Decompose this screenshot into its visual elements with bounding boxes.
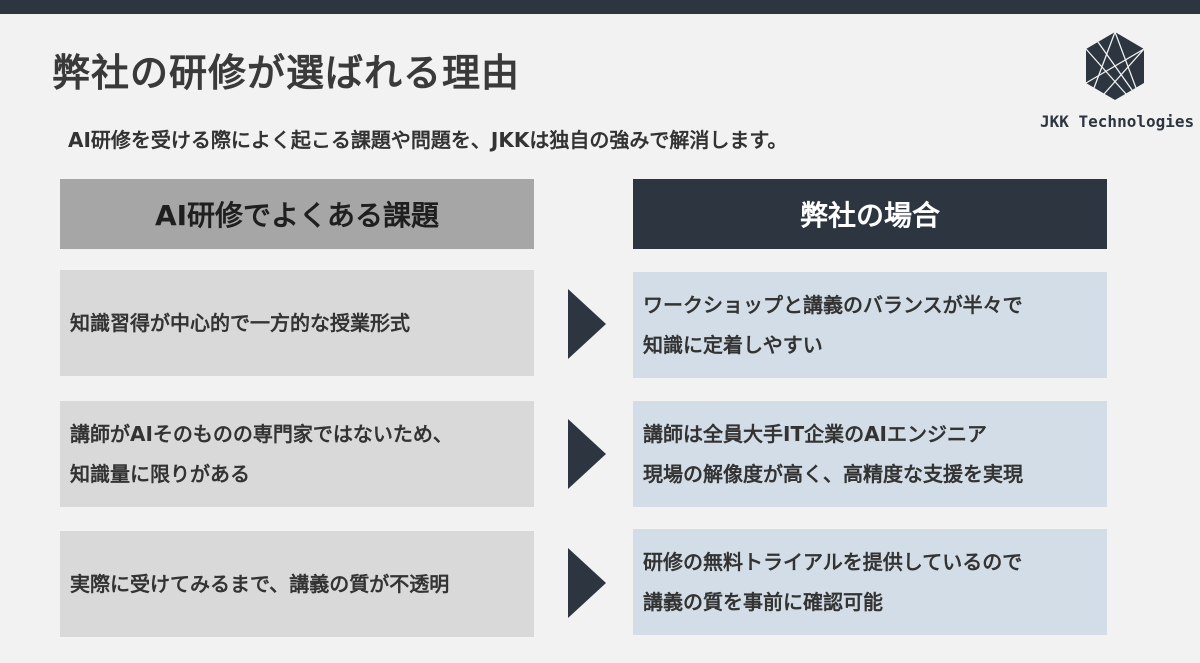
problems-column-header: AI研修でよくある課題 [60, 179, 534, 249]
solution-text: 現場の解像度が高く、高精度な支援を実現 [643, 462, 1023, 486]
problem-text: 知識習得が中心的で一方的な授業形式 [70, 311, 410, 335]
solution-text: ワークショップと講義のバランスが半々で [643, 293, 1023, 317]
solution-cell-2: 講師は全員大手IT企業のAIエンジニア 現場の解像度が高く、高精度な支援を実現 [633, 401, 1107, 507]
subtitle: AI研修を受ける際によく起こる課題や問題を、JKKは独自の強みで解消します。 [68, 128, 788, 152]
problem-text: 講師がAIそのものの専門家ではないため、 [70, 422, 453, 446]
hexagon-logo-icon [1085, 31, 1145, 100]
solutions-column-header: 弊社の場合 [633, 179, 1107, 249]
solution-cell-1: ワークショップと講義のバランスが半々で 知識に定着しやすい [633, 272, 1107, 378]
problem-text: 実際に受けてみるまで、講義の質が不透明 [70, 572, 450, 596]
problem-cell-2: 講師がAIそのものの専門家ではないため、 知識量に限りがある [60, 401, 534, 507]
solution-cell-3: 研修の無料トライアルを提供しているので 講義の質を事前に確認可能 [633, 529, 1107, 635]
arrow-right-icon [568, 419, 606, 489]
problem-cell-3: 実際に受けてみるまで、講義の質が不透明 [60, 531, 534, 637]
top-bar [0, 0, 1200, 14]
arrow-right-icon [568, 289, 606, 359]
solution-text: 講義の質を事前に確認可能 [643, 590, 883, 614]
page-title: 弊社の研修が選ばれる理由 [52, 51, 521, 95]
arrow-right-icon [568, 548, 606, 618]
solution-text: 研修の無料トライアルを提供しているので [643, 550, 1023, 574]
problem-cell-1: 知識習得が中心的で一方的な授業形式 [60, 270, 534, 376]
problem-text: 知識量に限りがある [70, 462, 250, 486]
solution-text: 講師は全員大手IT企業のAIエンジニア [643, 422, 988, 446]
solution-text: 知識に定着しやすい [643, 333, 823, 357]
company-logo: JKK Technologies [1040, 30, 1195, 131]
logo-text: JKK Technologies [1040, 112, 1195, 131]
